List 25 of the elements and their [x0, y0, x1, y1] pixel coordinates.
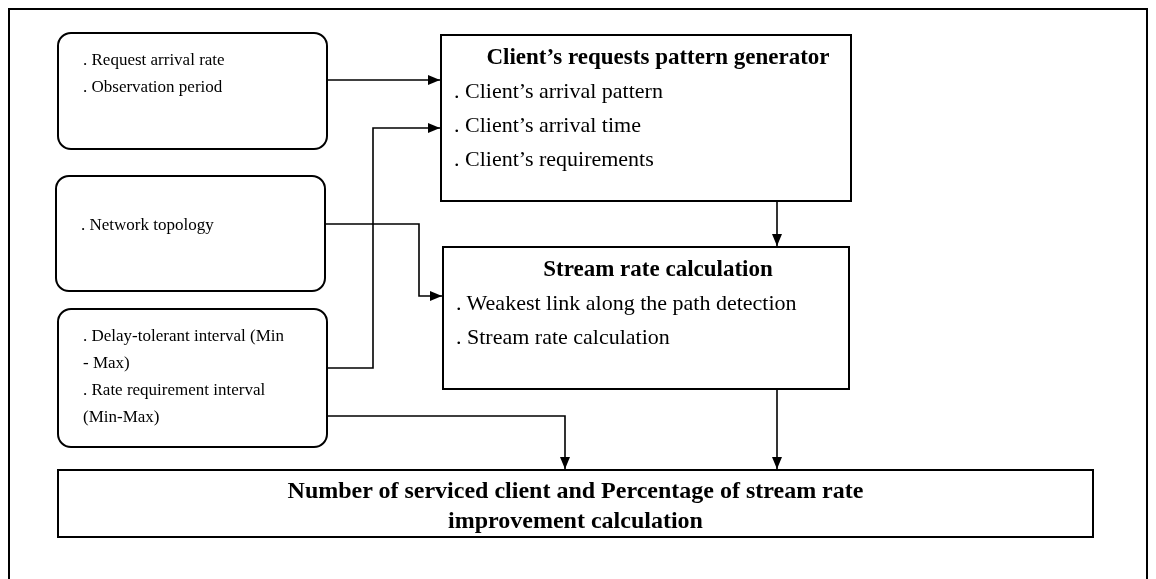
arrow	[772, 201, 782, 247]
input-text: . Network topology	[81, 214, 215, 236]
bullet-text: . Client’s requirements	[454, 145, 655, 173]
process-box	[442, 246, 850, 390]
arrow	[327, 415, 570, 470]
result-box	[57, 469, 1094, 538]
bullet-text: . Client’s arrival pattern	[454, 77, 664, 105]
input-box	[57, 308, 328, 448]
result-heading: Number of serviced client and Percentage of stream rate improvement calculation	[286, 476, 865, 535]
input-text: . Request arrival rate	[83, 49, 226, 71]
arrow	[325, 223, 443, 301]
bullet-text: . Stream rate calculation	[456, 323, 671, 351]
box-heading: Client’s requests pattern generator	[485, 43, 831, 71]
bullet-text: . Weakest link along the path detection	[456, 289, 798, 317]
input-box	[55, 175, 326, 292]
input-box	[57, 32, 328, 150]
process-box	[440, 34, 852, 202]
input-text: . Observation period	[83, 76, 224, 98]
input-text: . Delay-tolerant interval (Min - Max)	[83, 325, 286, 374]
arrow	[327, 75, 441, 85]
bullet-text: . Client’s arrival time	[454, 111, 642, 139]
arrow	[327, 123, 441, 369]
arrow	[772, 389, 782, 470]
input-text: . Rate requirement interval (Min-Max)	[83, 379, 267, 428]
box-heading: Stream rate calculation	[542, 255, 774, 283]
